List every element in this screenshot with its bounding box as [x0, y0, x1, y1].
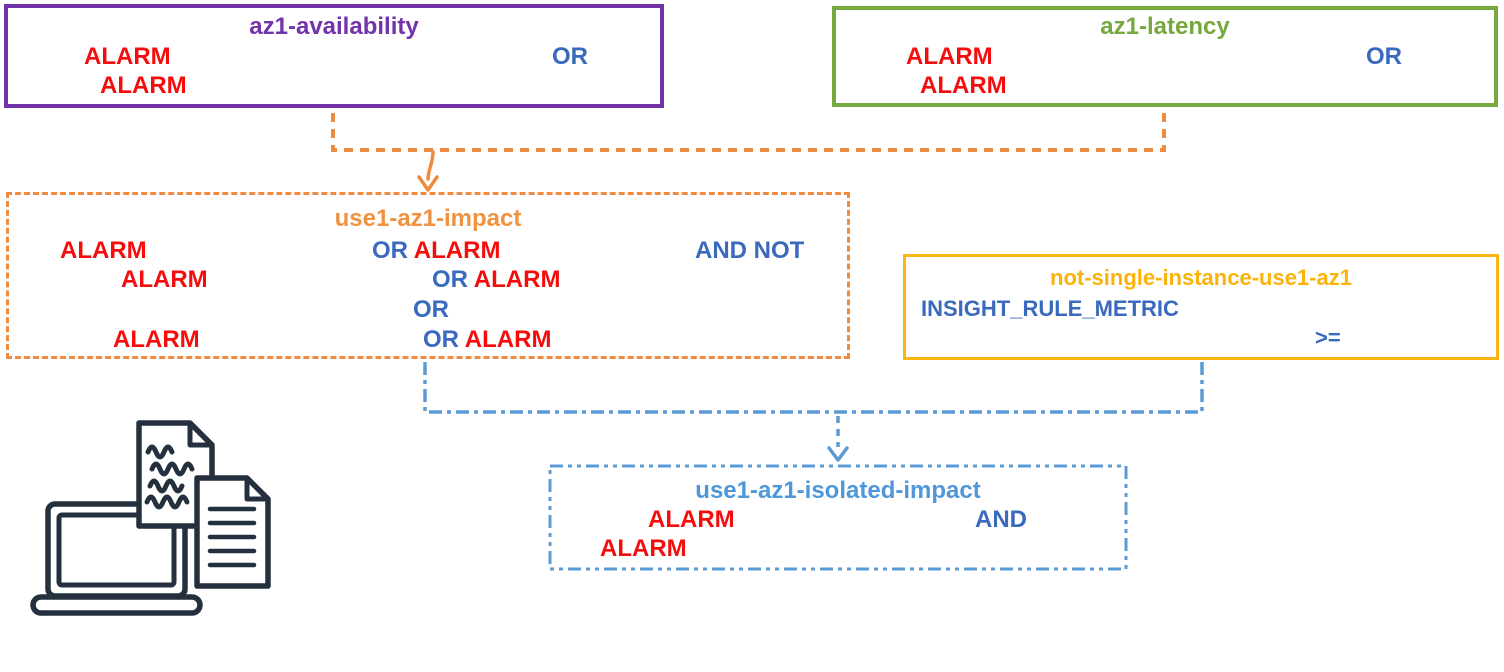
alarm-label: ALARM — [121, 266, 208, 293]
node-use1-az1-isolated-impact-border — [548, 464, 1128, 571]
node-title: az1-availability — [249, 13, 419, 40]
or-alarm-expression: OR ALARM — [423, 326, 552, 353]
laptop-screen-inner — [56, 512, 177, 588]
node-use1-az1-impact — [6, 192, 850, 359]
alarm-label: ALARM — [920, 72, 1007, 99]
document-lines-fold — [244, 475, 271, 502]
node-az1-availability — [4, 4, 664, 108]
node-title: az1-latency — [1100, 13, 1230, 40]
arrow-down-icon — [426, 150, 435, 181]
or-alarm-expression: OR ALARM — [432, 266, 561, 293]
alarm-label: ALARM — [648, 506, 735, 533]
blue-connector-line — [423, 362, 1204, 414]
operator-label: OR — [552, 43, 588, 70]
operator-label: >= — [1315, 325, 1341, 350]
node-title: use1-az1-impact — [334, 205, 522, 232]
node-title: not-single-instance-use1-az1 — [1050, 265, 1352, 290]
document-lines — [194, 475, 271, 589]
arrow-down-icon — [417, 175, 439, 192]
squiggle-line — [144, 494, 190, 510]
documents-laptop-icon — [30, 420, 271, 616]
alarm-label: ALARM — [84, 43, 171, 70]
document-squiggle-fold — [187, 420, 215, 448]
node-az1-latency — [832, 6, 1498, 107]
alarm-label: ALARM — [113, 326, 200, 353]
metric-label: INSIGHT_RULE_METRIC — [921, 296, 1179, 321]
operator-label: OR — [432, 266, 468, 293]
operator-label: OR — [1366, 43, 1402, 70]
alarm-label: ALARM — [906, 43, 993, 70]
alarm-label: ALARM — [600, 535, 687, 562]
squiggle-line — [145, 444, 175, 460]
operator-label: OR — [423, 326, 459, 353]
laptop-base — [30, 594, 203, 616]
operator-label: AND NOT — [695, 237, 805, 264]
alarm-label: ALARM — [60, 237, 147, 264]
operator-label: OR — [372, 237, 408, 264]
alarm-label: ALARM — [473, 266, 561, 293]
squiggle-line — [149, 461, 195, 477]
arrow-down-icon — [827, 446, 849, 462]
alarm-label: ALARM — [413, 237, 501, 264]
operator-label: AND — [975, 506, 1027, 533]
alarm-label: ALARM — [100, 72, 187, 99]
node-not-single-instance-use1-az1 — [903, 254, 1499, 360]
or-alarm-expression: OR ALARM — [372, 237, 501, 264]
alarm-label: ALARM — [464, 326, 552, 353]
squiggle-line — [147, 478, 185, 494]
node-title: use1-az1-isolated-impact — [695, 477, 981, 504]
orange-connector-line — [331, 110, 1166, 152]
operator-label: OR — [413, 296, 449, 323]
